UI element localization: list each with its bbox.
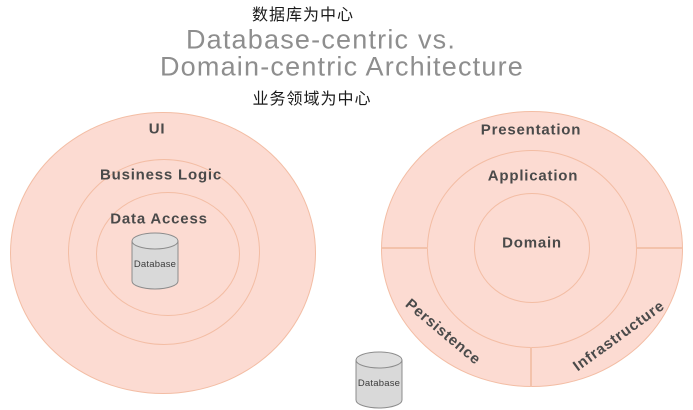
database-cylinder-icon: Database <box>131 232 179 290</box>
page-title-line2: Domain-centric Architecture <box>159 51 525 82</box>
left-database-label: Database <box>133 259 177 270</box>
caption-database-centric-zh: 数据库为中心 <box>251 7 355 24</box>
cylinder-shape <box>355 351 403 409</box>
left-label-ui: UI <box>148 120 166 138</box>
caption-domain-centric-zh: 业务领域为中心 <box>252 91 372 108</box>
left-label-business-logic: Business Logic <box>99 166 223 184</box>
right-database-label: Database <box>357 378 401 389</box>
page-title-line1: Database-centric vs. <box>185 24 457 55</box>
segment-divider-right <box>637 247 682 249</box>
left-label-data-access: Data Access <box>110 210 208 228</box>
right-label-presentation: Presentation <box>480 121 582 139</box>
segment-divider-left <box>382 247 428 249</box>
right-label-domain: Domain <box>502 234 562 252</box>
segment-divider-bottom <box>530 347 532 387</box>
right-label-application: Application <box>487 167 579 185</box>
external-database-cylinder-icon: Database <box>355 351 403 409</box>
right-ring-domain <box>474 193 590 303</box>
cylinder-shape <box>131 232 179 290</box>
